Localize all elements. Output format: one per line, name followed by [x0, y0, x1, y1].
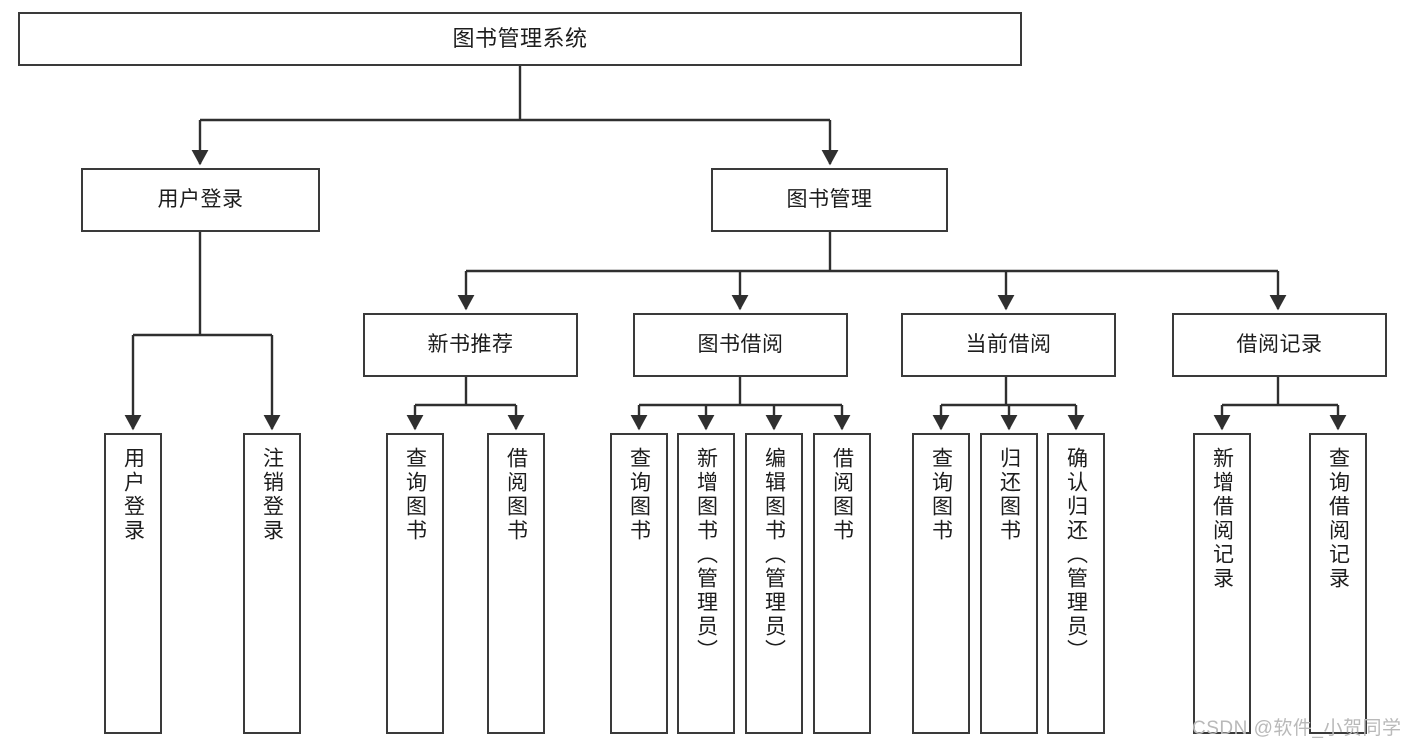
leaf-user-login-logout[interactable]: 注销登录: [243, 433, 301, 734]
leaf-label: 借阅图书: [830, 447, 854, 543]
leaf-label: 新增图书（管理员）: [694, 447, 718, 663]
leaf-new-book-query[interactable]: 查询图书: [386, 433, 444, 734]
leaf-borrow-record-query[interactable]: 查询借阅记录: [1309, 433, 1367, 734]
leaf-label: 注销登录: [260, 447, 284, 543]
watermark: CSDN @软件_小贺同学: [1192, 718, 1402, 739]
leaf-label: 查询图书: [929, 447, 953, 543]
leaf-label: 新增借阅记录: [1210, 447, 1234, 591]
leaf-label: 查询图书: [627, 447, 651, 543]
leaf-current-borrow-query[interactable]: 查询图书: [912, 433, 970, 734]
leaf-label: 借阅图书: [504, 447, 528, 543]
leaf-label: 查询借阅记录: [1326, 447, 1350, 591]
node-book-borrow[interactable]: 图书借阅: [633, 313, 848, 377]
node-book-borrow-label: 图书借阅: [697, 332, 784, 356]
node-root[interactable]: 图书管理系统: [18, 12, 1022, 66]
node-user-login[interactable]: 用户登录: [81, 168, 320, 232]
node-current-borrow-label: 当前借阅: [965, 332, 1052, 356]
leaf-book-borrow-query[interactable]: 查询图书: [610, 433, 668, 734]
leaf-label: 编辑图书（管理员）: [762, 447, 786, 663]
node-borrow-record-label: 借阅记录: [1236, 332, 1323, 356]
leaf-label: 归还图书: [997, 447, 1021, 543]
node-new-book[interactable]: 新书推荐: [363, 313, 578, 377]
leaf-user-login-login[interactable]: 用户登录: [104, 433, 162, 734]
leaf-book-borrow-edit[interactable]: 编辑图书（管理员）: [745, 433, 803, 734]
node-borrow-record[interactable]: 借阅记录: [1172, 313, 1387, 377]
leaf-book-borrow-add[interactable]: 新增图书（管理员）: [677, 433, 735, 734]
node-book-manage[interactable]: 图书管理: [711, 168, 948, 232]
leaf-current-borrow-return[interactable]: 归还图书: [980, 433, 1038, 734]
leaf-label: 用户登录: [121, 447, 145, 543]
node-new-book-label: 新书推荐: [427, 332, 514, 356]
leaf-book-borrow-borrow[interactable]: 借阅图书: [813, 433, 871, 734]
leaf-new-book-borrow[interactable]: 借阅图书: [487, 433, 545, 734]
node-root-label: 图书管理系统: [452, 26, 588, 52]
node-book-manage-label: 图书管理: [786, 187, 873, 211]
leaf-current-borrow-confirm[interactable]: 确认归还（管理员）: [1047, 433, 1105, 734]
leaf-borrow-record-add[interactable]: 新增借阅记录: [1193, 433, 1251, 734]
leaf-label: 确认归还（管理员）: [1064, 447, 1088, 663]
node-user-login-label: 用户登录: [157, 187, 244, 211]
leaf-label: 查询图书: [403, 447, 427, 543]
node-current-borrow[interactable]: 当前借阅: [901, 313, 1116, 377]
